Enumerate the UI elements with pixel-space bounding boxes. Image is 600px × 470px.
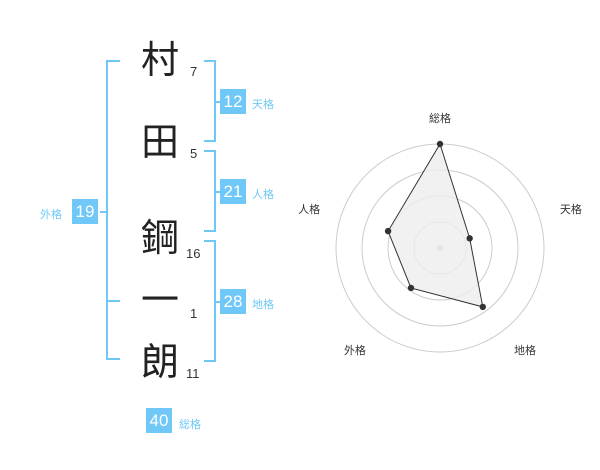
radar-data-polygon [387, 142, 484, 308]
radar-axis-label-2: 天格 [560, 202, 582, 216]
name-char-5: 朗 [140, 340, 179, 384]
stroke-count-2: 5 [190, 146, 198, 161]
jin-badge: 21 [220, 179, 246, 204]
ten-connector [214, 101, 220, 103]
stroke-count-1: 7 [190, 64, 198, 79]
ten-label: 天格 [252, 98, 274, 111]
name-char-1: 村 [140, 38, 179, 82]
outer-bracket-top [106, 60, 120, 302]
sou-badge: 40 [146, 408, 172, 433]
chi-connector [214, 301, 220, 303]
radar-point-3 [479, 303, 486, 311]
radar-point-2 [466, 235, 473, 242]
jin-label: 人格 [252, 188, 274, 201]
radar-axis-label-3: 地格 [514, 343, 536, 357]
gai-badge: 19 [72, 199, 98, 224]
radar-axis-label-1: 総格 [429, 111, 451, 125]
stroke-count-3: 16 [186, 246, 201, 261]
sou-label: 総格 [179, 418, 201, 431]
radar-axis-label-4: 外格 [344, 343, 366, 357]
outer-bracket-bottom [106, 298, 120, 360]
name-char-2: 田 [140, 120, 179, 164]
stroke-count-5: 11 [186, 366, 200, 381]
gai-connector [100, 211, 106, 213]
chi-label: 地格 [252, 298, 274, 311]
name-char-3: 鋼 [140, 216, 179, 260]
ten-badge: 12 [220, 89, 246, 114]
radar-point-5 [384, 227, 392, 235]
jin-connector [214, 191, 220, 193]
radar-point-4 [407, 284, 415, 292]
radar-point-1 [436, 140, 444, 148]
stroke-count-4: 1 [190, 306, 198, 321]
chi-badge: 28 [220, 289, 246, 314]
gai-label: 外格 [40, 208, 62, 221]
name-char-4: 一 [140, 278, 179, 322]
radar-axis-label-5: 人格 [298, 202, 320, 216]
